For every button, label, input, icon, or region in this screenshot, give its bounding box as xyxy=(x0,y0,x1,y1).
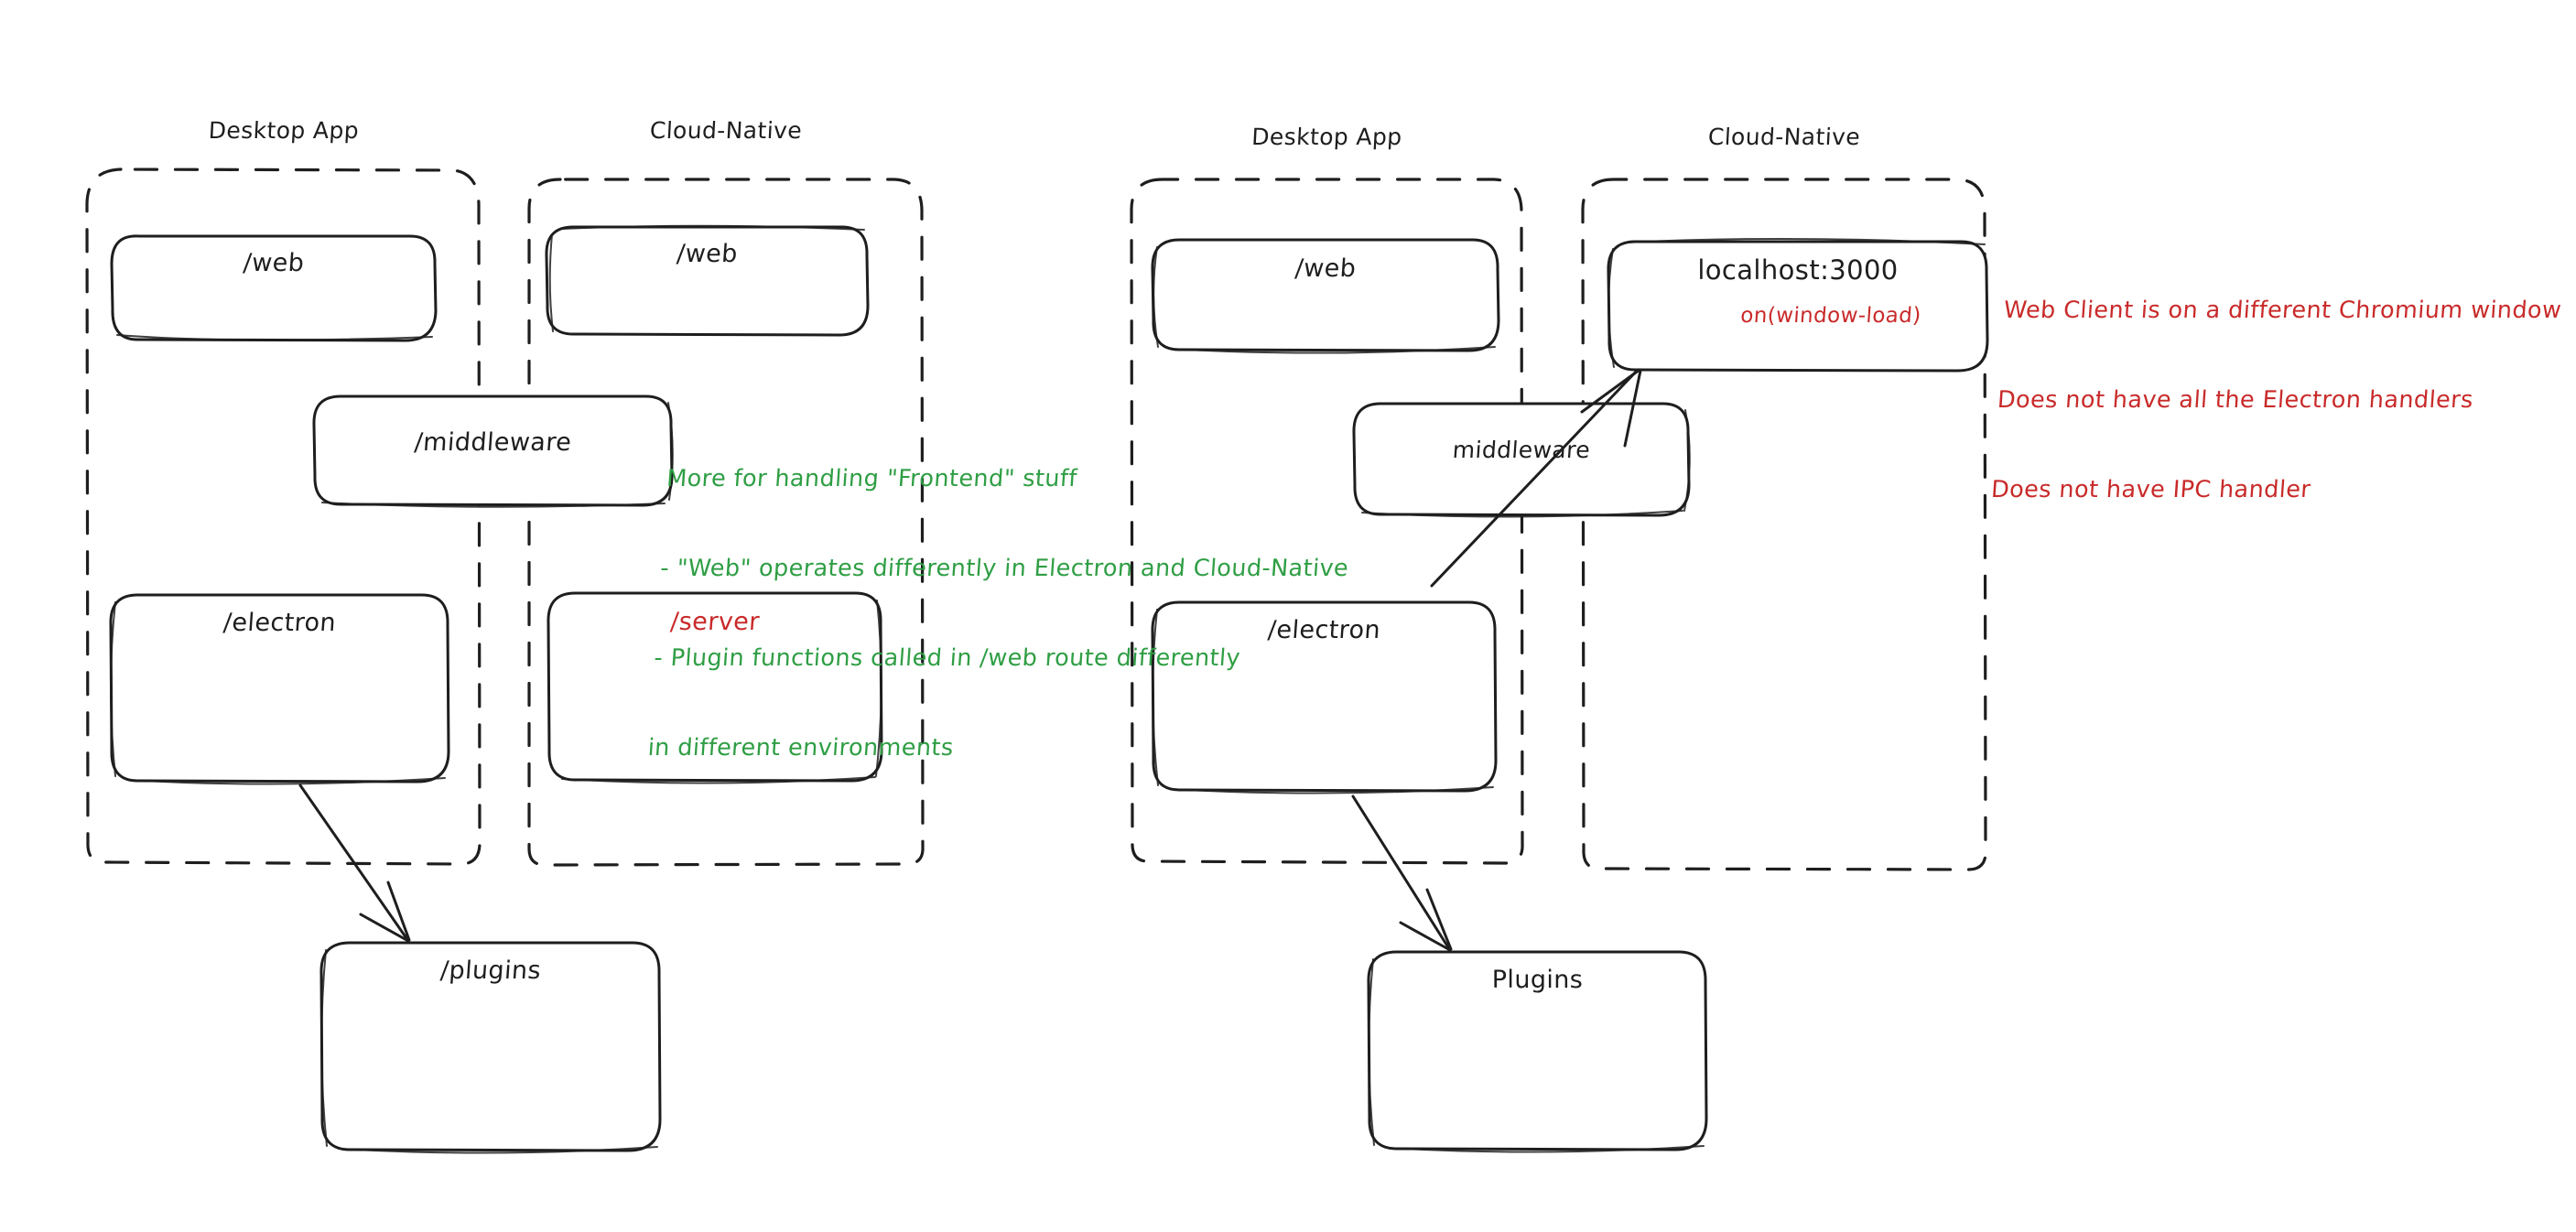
box-web-cloud-left-sketch xyxy=(548,224,865,332)
group-title-cloud-native-right: Cloud-Native xyxy=(1707,124,1861,150)
arrow-electron-to-localhost xyxy=(1430,368,1640,588)
box-label-localhost-3000: localhost:3000 xyxy=(1697,254,1899,286)
arrow-electron-to-localhost-head xyxy=(1580,368,1642,448)
box-web-desktop-left[interactable] xyxy=(110,234,438,342)
note-red-line-1: Web Client is on a different Chromium wi… xyxy=(2002,297,2563,325)
note-red-line-2: Does not have all the Electron handlers xyxy=(1996,386,2474,415)
note-green-line-4: in different environments xyxy=(646,733,955,762)
box-plugins-left[interactable] xyxy=(319,941,662,1152)
box-label-web-cloud-left: /web xyxy=(676,240,739,268)
box-middleware-left-sketch xyxy=(321,402,674,508)
box-middleware-right-sketch xyxy=(1361,409,1691,518)
note-red-line-3: Does not have IPC handler xyxy=(1990,476,2312,503)
box-label-middleware-left: /middleware xyxy=(413,428,573,457)
arrow-electron-to-plugins-left xyxy=(298,784,408,940)
box-label-web-desktop-right: /web xyxy=(1293,254,1358,283)
box-label-web-desktop-left: /web xyxy=(242,249,306,277)
box-web-desktop-right[interactable] xyxy=(1151,238,1500,352)
group-frame-desktop-app-right xyxy=(1130,178,1524,865)
note-green-frontend: More for handling "Frontend" stuff - "We… xyxy=(643,405,1360,823)
box-web-cloud-left[interactable] xyxy=(545,225,870,337)
arrow-electron-to-plugins-left-head xyxy=(359,881,411,943)
arrow-electron-to-plugins-right-head xyxy=(1399,888,1453,952)
box-electron-right-sketch xyxy=(1152,609,1494,794)
box-label-plugins-right: Plugins xyxy=(1491,966,1584,994)
box-localhost-3000[interactable] xyxy=(1607,240,1989,373)
box-electron-left-sketch xyxy=(110,601,446,785)
group-frame-desktop-app-left xyxy=(85,168,482,866)
box-localhost-3000-sketch xyxy=(1607,237,1986,368)
box-plugins-left-sketch xyxy=(320,949,658,1154)
note-red-web-client: Web Client is on a different Chromium wi… xyxy=(1986,236,2566,565)
box-web-desktop-left-sketch xyxy=(116,334,433,341)
box-electron-right[interactable] xyxy=(1151,600,1498,793)
box-plugins-right[interactable] xyxy=(1367,950,1708,1151)
box-plugins-right-sketch xyxy=(1368,958,1705,1153)
note-green-line-3: - Plugin functions called in /web route … xyxy=(653,644,1241,672)
note-green-line-1: More for handling "Frontend" stuff xyxy=(666,465,1078,493)
box-electron-left[interactable] xyxy=(109,593,450,784)
box-web-desktop-right-sketch xyxy=(1153,246,1496,354)
box-middleware-right[interactable] xyxy=(1352,402,1691,517)
group-title-cloud-native-left: Cloud-Native xyxy=(649,117,803,144)
group-title-desktop-app-left: Desktop App xyxy=(208,117,360,144)
box-server-left-sketch xyxy=(561,600,882,784)
box-label-plugins-left: /plugins xyxy=(438,956,543,985)
note-green-line-2: - "Web" operates differently in Electron… xyxy=(659,555,1350,583)
box-label-middleware-right: middleware xyxy=(1451,437,1592,463)
box-label-electron-right: /electron xyxy=(1266,616,1382,644)
box-sublabel-on-window-load: on(window-load) xyxy=(1739,304,1922,328)
arrow-electron-to-plugins-right xyxy=(1351,794,1450,949)
box-label-electron-left: /electron xyxy=(222,609,338,637)
group-title-desktop-app-right: Desktop App xyxy=(1250,124,1403,150)
group-frame-cloud-native-right xyxy=(1581,178,1987,871)
